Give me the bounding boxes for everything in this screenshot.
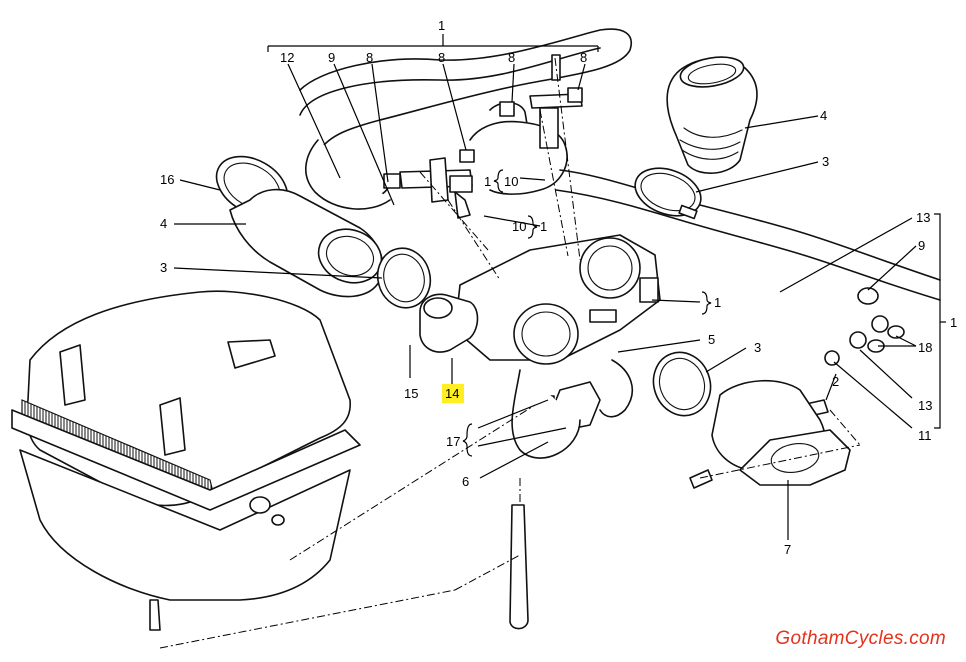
callout-14: 14 — [445, 386, 459, 401]
callout-6: 6 — [462, 474, 469, 489]
gothamcycles-watermark: GothamCycles.com — [775, 628, 946, 649]
leader-lines — [173, 34, 917, 540]
callout-3c: 3 — [754, 340, 761, 355]
callout-1-throttle: 1 — [714, 295, 721, 310]
clamp-3-lower — [652, 351, 712, 417]
callout-11: 11 — [918, 428, 932, 443]
callout-13b: 13 — [918, 398, 932, 413]
callout-13a: 13 — [916, 210, 930, 225]
clamp-3-upper — [634, 167, 702, 220]
callout-14-highlight — [442, 384, 464, 403]
callout-4b: 4 — [160, 216, 167, 231]
callout-17: 17 — [446, 434, 460, 449]
intake-duct-4-upper — [666, 56, 758, 175]
callout-10b-group: 1 — [540, 219, 547, 234]
callout-5: 5 — [708, 332, 715, 347]
airbox — [11, 290, 361, 631]
right-hoses — [805, 287, 905, 417]
callout-8c: 8 — [508, 50, 515, 65]
callout-8d: 8 — [580, 50, 587, 65]
callout-labels: 1 12 9 8 8 8 8 4 3 16 4 3 1 10 10 1 13 9… — [160, 18, 957, 557]
idle-valve-and-hoses — [509, 359, 634, 630]
callout-15: 15 — [404, 386, 418, 401]
intake-duct-4-left — [215, 155, 384, 298]
callout-1-right: 1 — [950, 315, 957, 330]
clamp-3-left — [376, 247, 432, 309]
callout-9a: 9 — [328, 50, 335, 65]
callout-10a-group: 1 — [484, 174, 491, 189]
callout-10a: 10 — [504, 174, 518, 189]
callout-7: 7 — [784, 542, 791, 557]
callout-10b: 10 — [512, 219, 526, 234]
callout-8b: 8 — [438, 50, 445, 65]
fuel-rail-assembly — [383, 54, 583, 219]
callout-9b: 9 — [918, 238, 925, 253]
callout-2: 2 — [832, 374, 839, 389]
breather-hose-12 — [299, 28, 632, 210]
callout-top-group: 1 — [438, 18, 445, 33]
callout-18: 18 — [918, 340, 932, 355]
intake-manifold-7 — [689, 380, 851, 489]
throttle-body — [419, 234, 661, 365]
callout-3a: 3 — [822, 154, 829, 169]
callout-4a: 4 — [820, 108, 827, 123]
callout-12: 12 — [280, 50, 294, 65]
callout-3b: 3 — [160, 260, 167, 275]
group-braces — [462, 169, 946, 457]
callout-8a: 8 — [366, 50, 373, 65]
callout-16: 16 — [160, 172, 174, 187]
assembly-centerlines — [159, 57, 861, 649]
